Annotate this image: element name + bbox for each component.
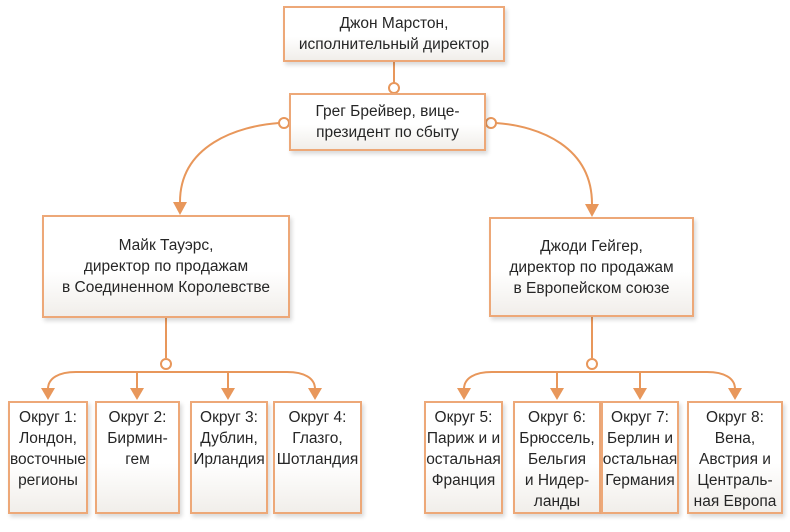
edge-vp-eu: [485, 117, 599, 217]
org-node-ceo: Джон Марстон, исполнительный директор: [283, 6, 505, 62]
connector-dot: [586, 358, 598, 370]
org-node-label: Джоди Гейгер, директор по продажам в Евр…: [509, 237, 674, 297]
org-node-uk-director: Майк Тауэрс, директор по продажам в Соед…: [42, 215, 290, 318]
org-node-label: Округ 1: Лондон, восточные регионы: [9, 409, 87, 489]
org-node-district-5: Округ 5: Париж и и остальная Франция: [424, 401, 503, 514]
connector-dot: [160, 358, 172, 370]
org-node-district-3: Округ 3: Дублин, Ирландия: [190, 401, 268, 514]
edge-uk-districts: [41, 318, 322, 400]
arrowhead-icon: [728, 388, 742, 400]
org-node-label: Майк Тауэрс, директор по продажам в Соед…: [61, 237, 271, 296]
edge-vp-uk: [173, 117, 290, 215]
org-node-district-8: Округ 8: Вена, Австрия и Централь- ная Е…: [687, 401, 783, 514]
org-node-label: Округ 5: Париж и и остальная Франция: [426, 409, 501, 489]
org-node-label: Грег Брейвер, вице- президент по сбыту: [315, 103, 460, 141]
org-node-label: Округ 2: Бирмин- гем: [107, 409, 168, 468]
arrowhead-icon: [130, 388, 144, 400]
org-node-label: Округ 3: Дублин, Ирландия: [193, 409, 265, 468]
org-node-vp-sales: Грег Брейвер, вице- президент по сбыту: [289, 93, 486, 151]
org-node-district-6: Округ 6: Брюссель, Бельгия и Нидер- ланд…: [513, 401, 601, 514]
arrowhead-icon: [173, 202, 187, 215]
edge-ceo-vp: [388, 62, 400, 94]
arrowhead-icon: [585, 204, 599, 217]
arrowhead-icon: [550, 388, 564, 400]
arrowhead-icon: [457, 388, 471, 400]
org-node-district-1: Округ 1: Лондон, восточные регионы: [8, 401, 88, 514]
connector-dot: [388, 82, 400, 94]
org-node-label: Джон Марстон, исполнительный директор: [298, 15, 490, 53]
edge-eu-districts: [457, 317, 742, 400]
org-node-label: Округ 8: Вена, Австрия и Централь- ная Е…: [693, 409, 777, 510]
org-node-label: Округ 7: Берлин и остальная Германия: [602, 409, 678, 489]
arrowhead-icon: [41, 388, 55, 400]
arrowhead-icon: [221, 388, 235, 400]
connector-dot: [278, 117, 290, 129]
org-node-eu-director: Джоди Гейгер, директор по продажам в Евр…: [489, 217, 694, 317]
org-node-label: Округ 4: Глазго, Шотландия: [276, 409, 359, 468]
arrowhead-icon: [633, 388, 647, 400]
org-node-district-2: Округ 2: Бирмин- гем: [95, 401, 180, 514]
org-node-district-7: Округ 7: Берлин и остальная Германия: [601, 401, 679, 514]
arrowhead-icon: [308, 388, 322, 400]
org-node-label: Округ 6: Брюссель, Бельгия и Нидер- ланд…: [519, 409, 595, 510]
org-node-district-4: Округ 4: Глазго, Шотландия: [273, 401, 362, 514]
connector-dot: [485, 117, 497, 129]
